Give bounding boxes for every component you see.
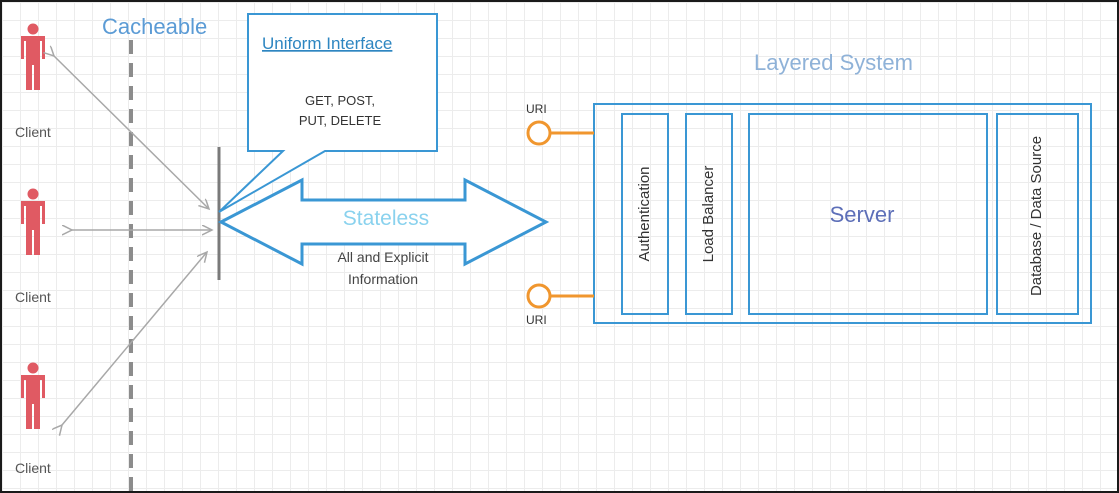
load-balancer-layer xyxy=(685,113,733,315)
uniform-interface-methods-line1: GET, POST, xyxy=(305,93,375,108)
cacheable-title: Cacheable xyxy=(102,14,207,39)
arrow-client-1 xyxy=(54,56,209,209)
layered-system-title: Layered System xyxy=(754,50,913,75)
uniform-interface-title: Uniform Interface xyxy=(262,34,392,53)
client-3-label: Client xyxy=(15,460,51,476)
uniform-interface-methods-line2: PUT, DELETE xyxy=(299,113,382,128)
stateless-info-line2: Information xyxy=(348,271,418,287)
uri-top-label: URI xyxy=(526,102,547,116)
client-2-person-icon xyxy=(21,188,45,255)
server-layer xyxy=(748,113,988,315)
client-3: Client xyxy=(15,362,51,476)
client-1-label: Client xyxy=(15,124,51,140)
uri-bottom-circle-icon xyxy=(526,283,552,309)
uri-bottom-endpoint: URI xyxy=(526,283,594,327)
server-label: Server xyxy=(830,202,895,227)
authentication-layer xyxy=(621,113,669,315)
uniform-interface-callout xyxy=(218,13,438,213)
stateless-double-arrow xyxy=(217,177,550,267)
database-layer xyxy=(996,113,1079,315)
client-1: Client xyxy=(15,23,51,140)
layered-system-box xyxy=(593,103,1092,324)
client-1-person-icon xyxy=(21,23,45,90)
client-2-label: Client xyxy=(15,289,51,305)
uri-top-endpoint: URI xyxy=(526,102,594,146)
uri-top-circle-icon xyxy=(526,120,552,146)
client-3-person-icon xyxy=(21,362,45,429)
stateless-title: Stateless xyxy=(343,207,429,230)
uri-bottom-label: URI xyxy=(526,313,547,327)
client-2: Client xyxy=(15,188,51,305)
database-label: Database / Data Source xyxy=(1028,136,1045,296)
stateless-info-line1: All and Explicit xyxy=(337,249,428,265)
load-balancer-label: Load Balancer xyxy=(700,166,717,263)
authentication-label: Authentication xyxy=(636,166,653,261)
arrow-client-3 xyxy=(62,252,207,425)
